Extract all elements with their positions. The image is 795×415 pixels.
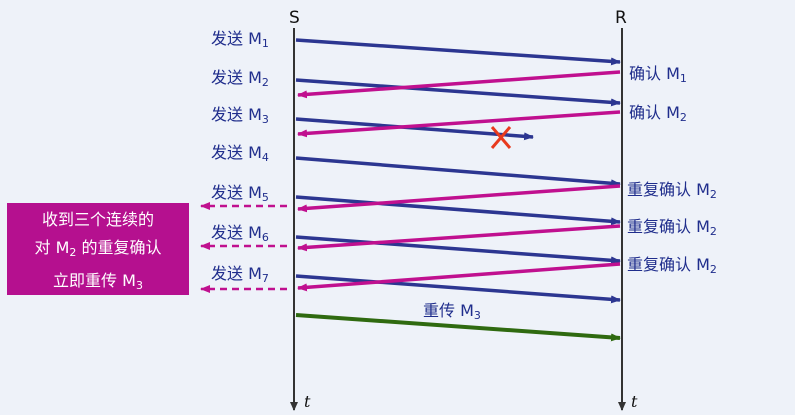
send-label-m6: 发送 M6 bbox=[211, 223, 269, 244]
send-label-m4: 发送 M4 bbox=[211, 143, 269, 164]
dup-ack-arrow-1 bbox=[297, 184, 621, 213]
sender-label: S bbox=[289, 8, 300, 28]
ack-label-m2: 确认 M2 bbox=[629, 103, 687, 124]
data-arrow-m4 bbox=[295, 156, 621, 188]
send-label-m5: 发送 M5 bbox=[211, 183, 269, 204]
ack-label-m1: 确认 M1 bbox=[629, 64, 687, 85]
send-label-m7: 发送 M7 bbox=[211, 264, 269, 285]
send-label-m3: 发送 M3 bbox=[211, 105, 269, 126]
ack-arrow-m1 bbox=[297, 70, 621, 99]
data-arrow-m2 bbox=[295, 78, 621, 107]
data-arrow-m3-lost bbox=[295, 117, 534, 141]
data-arrow-m7 bbox=[295, 274, 621, 304]
send-label-m1: 发送 M1 bbox=[211, 29, 269, 50]
dup-ack-arrow-2 bbox=[297, 224, 621, 252]
sender-timeline-arrowhead bbox=[290, 402, 298, 411]
retransmit-arrow-m3 bbox=[295, 313, 621, 342]
dup-ack-arrow-3 bbox=[297, 262, 621, 292]
send-label-m2: 发送 M2 bbox=[211, 68, 269, 89]
data-arrow-m6 bbox=[295, 235, 621, 265]
dup-ack-label-1: 重复确认 M2 bbox=[627, 180, 717, 201]
dup-ack-label-3: 重复确认 M2 bbox=[627, 255, 717, 276]
data-arrow-m1 bbox=[295, 38, 621, 66]
callout-line-2: 对 M2 的重复确认 bbox=[34, 238, 162, 259]
callout-line-3: 立即重传 M3 bbox=[53, 271, 143, 292]
fast-retransmit-callout: 收到三个连续的 对 M2 的重复确认 立即重传 M3 bbox=[7, 203, 189, 295]
receiver-time-label: t bbox=[631, 392, 638, 411]
ack-arrow-m2 bbox=[297, 110, 621, 138]
receiver-timeline-arrowhead bbox=[618, 402, 626, 411]
retransmit-label: 重传 M3 bbox=[423, 301, 481, 322]
sender-time-label: t bbox=[304, 392, 311, 411]
data-arrow-m5 bbox=[295, 195, 621, 226]
dup-ack-label-2: 重复确认 M2 bbox=[627, 217, 717, 238]
callout-line-1: 收到三个连续的 bbox=[41, 210, 154, 229]
receiver-label: R bbox=[615, 8, 627, 28]
lost-segment-x-icon bbox=[490, 126, 512, 149]
